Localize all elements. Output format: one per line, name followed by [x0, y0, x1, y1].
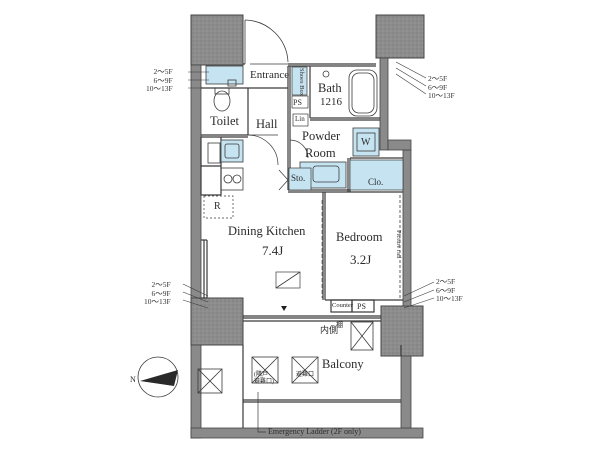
floor-symbol: [275, 271, 301, 289]
inner-door-label: 内側: [320, 325, 339, 335]
bedroom-label: Bedroom: [336, 230, 383, 244]
floor-note-mid-right: 2～5F 6～9F 10～13F: [436, 277, 463, 304]
evac-hatch-label-1: (隣戸: [254, 372, 268, 378]
floor-note-top-right: 2～5F 6～9F 10～13F: [428, 74, 455, 101]
closet-label: Clo.: [368, 177, 384, 187]
crossed-box-icon: [197, 368, 223, 394]
storage-box: [288, 167, 312, 191]
counter-label: Counter: [332, 302, 353, 309]
hall-label: Hall: [256, 117, 278, 131]
dining-kitchen-label: Dining Kitchen: [228, 224, 306, 238]
entrance-label: Entrance: [250, 69, 290, 81]
powder-room-label-1: Powder: [302, 129, 341, 143]
column-bottom-right: [380, 305, 424, 357]
shoes-box-label: Shoes Box: [298, 68, 305, 96]
evac-hatch-label-b: 避難口: [296, 372, 315, 378]
ps-label-top: PS: [293, 98, 302, 107]
floor-symbol-box: [275, 271, 301, 289]
bathtub: [322, 69, 378, 117]
compass-north-label: N: [130, 375, 136, 384]
rack-label: 棚: [336, 321, 343, 329]
lin-box: [292, 113, 309, 127]
washer-label: W: [361, 137, 371, 148]
column-bottom-left: [190, 297, 244, 346]
bedroom-size: 3.2J: [350, 252, 372, 267]
emergency-ladder-note: Emergency Ladder (2F only): [268, 427, 361, 436]
refrigerator-space: [203, 195, 234, 219]
closet-box: [349, 159, 404, 191]
refrigerator-label: R: [214, 201, 221, 212]
dining-kitchen-size: 7.4J: [262, 243, 284, 258]
powder-room-label-2: Room: [305, 146, 336, 160]
powder-room-door: [278, 169, 289, 191]
floor-note-leaders: [182, 61, 435, 309]
floor-note-top-left: 2～5F 6～9F 10～13F: [146, 67, 173, 94]
column-top-right: [375, 14, 425, 59]
compass-icon: [137, 356, 179, 398]
evac-hatch-label-2: 避難口): [254, 379, 274, 385]
column-top-left: [190, 14, 244, 66]
picture-rail-label: Picture rail: [395, 230, 402, 259]
entrance-door: [244, 19, 289, 65]
ladder-leader: [257, 392, 266, 433]
floor-note-mid-left: 2～5F 6～9F 10～13F: [144, 280, 171, 307]
ps-box-top: [291, 95, 309, 109]
balcony-label: Balcony: [322, 357, 364, 371]
shoes-box: [291, 66, 308, 96]
balcony-fixtures: [251, 321, 374, 384]
bath-size-label: 1216: [320, 96, 342, 108]
lin-label: Lin: [295, 115, 305, 123]
kitchen-fixtures: [207, 139, 244, 191]
hall-door: [247, 134, 309, 166]
toilet-label: Toilet: [210, 114, 239, 128]
storage-label: Sto.: [291, 173, 306, 183]
exterior-walls: [190, 57, 424, 439]
ps-label-balcony: PS: [357, 302, 366, 311]
toilet-fixture: [205, 65, 244, 112]
entry-arrow: [281, 306, 287, 311]
bath-label: Bath: [318, 81, 342, 95]
